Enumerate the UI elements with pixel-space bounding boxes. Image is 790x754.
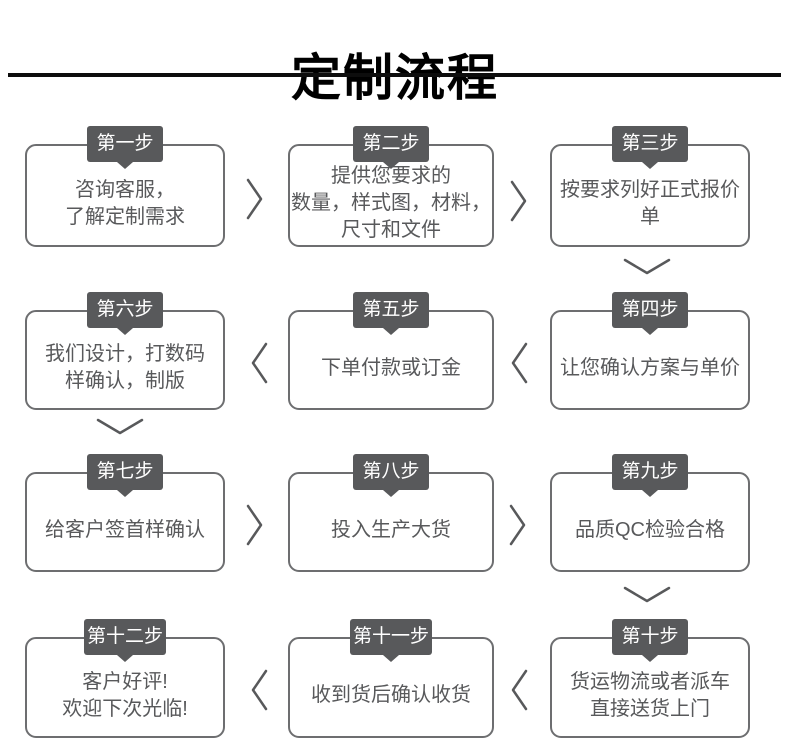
- arrow-right-icon: [508, 503, 528, 547]
- arrow-right-icon: [245, 503, 265, 547]
- step-card-9: 第九步 品质QC检验合格: [550, 454, 750, 572]
- step-2-badge: 第二步: [353, 126, 429, 162]
- step-card-5: 第五步 下单付款或订金: [288, 292, 494, 410]
- step-card-10: 第十步 货运物流或者派车 直接送货上门: [550, 619, 750, 738]
- arrow-down-icon: [95, 417, 145, 437]
- step-12-text: 客户好评! 欢迎下次光临!: [62, 670, 188, 720]
- arrow-left-icon: [509, 668, 529, 712]
- step-11-text: 收到货后确认收货: [311, 684, 471, 706]
- step-9-text: 品质QC检验合格: [575, 518, 725, 541]
- step-card-7: 第七步 给客户签首样确认: [25, 454, 225, 572]
- step-card-11: 第十一步 收到货后确认收货: [288, 619, 494, 738]
- step-2-text: 提供您要求的 数量，样式图，材料， 尺寸和文件: [291, 165, 491, 241]
- step-10-text: 货运物流或者派车 直接送货上门: [570, 670, 730, 720]
- step-6-text: 我们设计，打数码 样确认，制版: [45, 343, 205, 392]
- arrow-right-icon: [509, 179, 529, 223]
- step-card-1: 第一步 咨询客服， 了解定制需求: [25, 126, 225, 247]
- title-divider: [8, 73, 781, 77]
- step-9-badge: 第九步: [612, 454, 688, 490]
- step-card-3: 第三步 按要求列好正式报价单: [550, 126, 750, 247]
- step-7-badge: 第七步: [87, 454, 163, 490]
- step-1-badge: 第一步: [87, 126, 163, 162]
- arrow-down-icon: [622, 257, 672, 277]
- step-card-8: 第八步 投入生产大货: [288, 454, 494, 572]
- step-5-badge: 第五步: [353, 292, 429, 328]
- step-3-text: 按要求列好正式报价单: [560, 178, 740, 228]
- arrow-left-icon: [249, 341, 269, 385]
- step-6-badge: 第六步: [87, 292, 163, 328]
- arrow-left-icon: [249, 668, 269, 712]
- step-4-badge: 第四步: [612, 292, 688, 328]
- step-1-text: 咨询客服， 了解定制需求: [65, 178, 185, 228]
- step-8-text: 投入生产大货: [331, 518, 451, 541]
- step-11-badge: 第十一步: [349, 619, 433, 655]
- arrow-right-icon: [245, 177, 265, 221]
- step-3-badge: 第三步: [612, 126, 688, 162]
- step-card-4: 第四步 让您确认方案与单价: [550, 292, 750, 410]
- step-12-badge: 第十二步: [83, 619, 167, 655]
- step-7-text: 给客户签首样确认: [45, 518, 205, 541]
- arrow-down-icon: [622, 585, 672, 605]
- arrow-left-icon: [509, 341, 529, 385]
- step-5-text: 下单付款或订金: [321, 356, 461, 379]
- step-10-badge: 第十步: [612, 619, 688, 655]
- step-8-badge: 第八步: [353, 454, 429, 490]
- step-card-12: 第十二步 客户好评! 欢迎下次光临!: [25, 619, 225, 738]
- step-4-text: 让您确认方案与单价: [560, 356, 740, 379]
- step-card-2: 第二步 提供您要求的 数量，样式图，材料， 尺寸和文件: [288, 126, 494, 247]
- step-card-6: 第六步 我们设计，打数码 样确认，制版: [25, 292, 225, 410]
- page-title: 定制流程: [291, 49, 499, 106]
